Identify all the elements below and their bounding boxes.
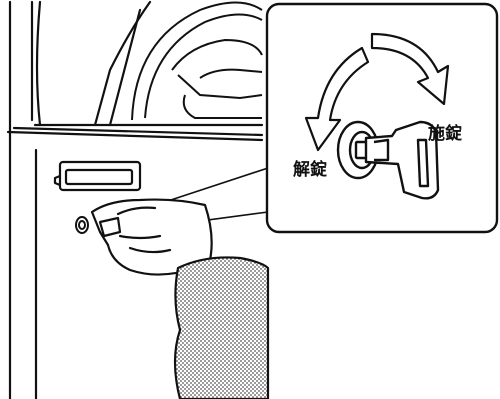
lock-label: 施錠 [428, 124, 462, 144]
counterclockwise-arrow-icon [304, 46, 370, 152]
unlock-label: 解錠 [293, 160, 327, 180]
door-keyhole [75, 216, 89, 234]
steering-wheel [131, 1, 263, 121]
inset-panel [265, 2, 499, 234]
hand [90, 198, 213, 276]
door-handle [53, 160, 142, 192]
sleeve [173, 256, 270, 399]
clockwise-arrow-icon [370, 32, 450, 106]
key-icon [364, 120, 440, 200]
door-outline [6, 0, 264, 399]
